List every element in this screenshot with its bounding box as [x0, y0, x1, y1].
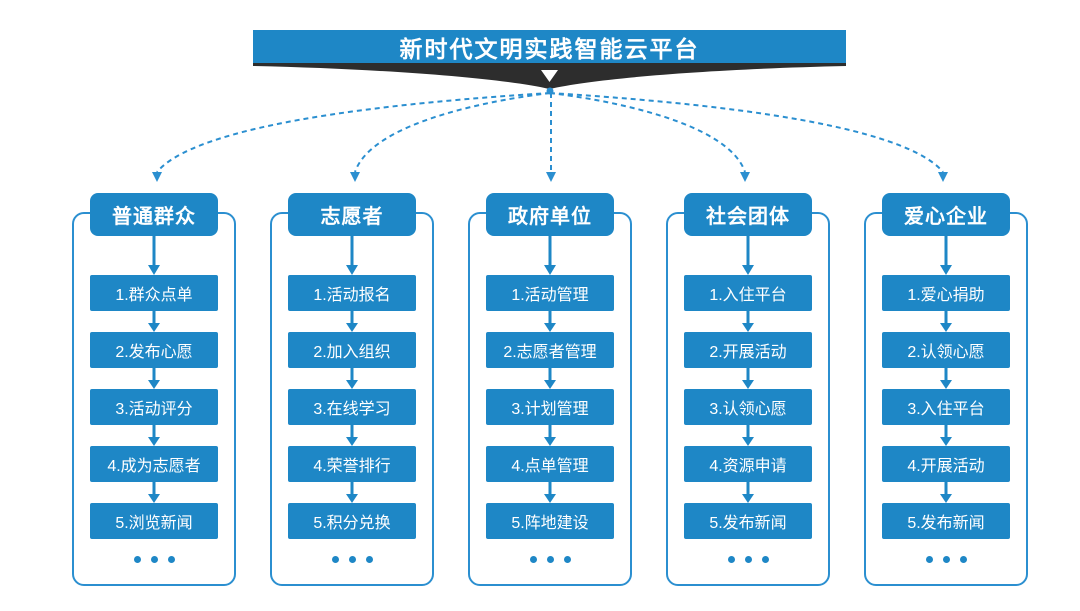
column-title: 社会团体 — [684, 193, 812, 236]
down-arrow-icon — [940, 311, 952, 332]
flow-step: 2.开展活动 — [684, 332, 812, 368]
column-content: 爱心企业 1.爱心捐助 2.认领心愿 3.入住平台 4.开展活动 5.发布新闻 — [864, 193, 1028, 563]
column-title: 普通群众 — [90, 193, 218, 236]
column-title: 政府单位 — [486, 193, 614, 236]
down-arrow-icon — [544, 482, 556, 503]
flow-step: 3.计划管理 — [486, 389, 614, 425]
down-arrow-icon — [148, 482, 160, 503]
flow-step: 1.活动报名 — [288, 275, 416, 311]
column-shehui-tuanti: 社会团体 1.入住平台 2.开展活动 3.认领心愿 4.资源申请 5.发布新闻 — [666, 193, 830, 586]
down-arrow-icon — [346, 311, 358, 332]
more-ellipsis-icon — [331, 555, 373, 563]
flow-step: 4.开展活动 — [882, 446, 1010, 482]
flow-step: 2.加入组织 — [288, 332, 416, 368]
more-ellipsis-icon — [529, 555, 571, 563]
flow-step: 5.浏览新闻 — [90, 503, 218, 539]
column-content: 普通群众 1.群众点单 2.发布心愿 3.活动评分 4.成为志愿者 5.浏览新闻 — [72, 193, 236, 563]
fan-connectors-graphic — [152, 87, 948, 182]
triangle-down-icon — [541, 70, 558, 82]
connector-dashed-arrow-2 — [354, 92, 551, 173]
down-arrow-icon — [742, 425, 754, 446]
platform-title: 新时代文明实践智能云平台 — [253, 30, 846, 63]
flow-step: 3.活动评分 — [90, 389, 218, 425]
flow-step: 1.群众点单 — [90, 275, 218, 311]
flow-step: 4.荣誉排行 — [288, 446, 416, 482]
down-arrow-icon — [346, 425, 358, 446]
down-arrow-icon — [148, 311, 160, 332]
column-zhiyuanzhe: 志愿者 1.活动报名 2.加入组织 3.在线学习 4.荣誉排行 5.积分兑换 — [270, 193, 434, 586]
flow-step: 4.资源申请 — [684, 446, 812, 482]
down-arrow-icon — [544, 311, 556, 332]
flow-step: 4.成为志愿者 — [90, 446, 218, 482]
flow-step: 3.在线学习 — [288, 389, 416, 425]
flow-step: 5.发布新闻 — [684, 503, 812, 539]
flow-step: 1.活动管理 — [486, 275, 614, 311]
more-ellipsis-icon — [133, 555, 175, 563]
column-content: 政府单位 1.活动管理 2.志愿者管理 3.计划管理 4.点单管理 5.阵地建设 — [468, 193, 632, 563]
down-arrow-icon — [544, 236, 556, 275]
down-arrow-icon — [742, 482, 754, 503]
down-arrow-icon — [742, 311, 754, 332]
banner-tail-graphic — [253, 63, 846, 89]
arrowhead-down-icon — [152, 172, 162, 182]
column-aixin-qiye: 爱心企业 1.爱心捐助 2.认领心愿 3.入住平台 4.开展活动 5.发布新闻 — [864, 193, 1028, 586]
connector-dashed-arrow-4 — [549, 92, 746, 173]
flow-step: 5.积分兑换 — [288, 503, 416, 539]
column-title: 爱心企业 — [882, 193, 1010, 236]
more-ellipsis-icon — [925, 555, 967, 563]
arrowhead-down-icon — [740, 172, 750, 182]
column-content: 志愿者 1.活动报名 2.加入组织 3.在线学习 4.荣誉排行 5.积分兑换 — [270, 193, 434, 563]
down-arrow-icon — [148, 425, 160, 446]
flow-step: 3.认领心愿 — [684, 389, 812, 425]
column-content: 社会团体 1.入住平台 2.开展活动 3.认领心愿 4.资源申请 5.发布新闻 — [666, 193, 830, 563]
flow-step: 2.志愿者管理 — [486, 332, 614, 368]
down-arrow-icon — [544, 425, 556, 446]
down-arrow-icon — [940, 425, 952, 446]
down-arrow-icon — [346, 236, 358, 275]
down-arrow-icon — [742, 236, 754, 275]
down-arrow-icon — [544, 368, 556, 389]
down-arrow-icon — [346, 368, 358, 389]
flow-step: 5.阵地建设 — [486, 503, 614, 539]
arrowhead-down-icon — [350, 172, 360, 182]
down-arrow-icon — [148, 368, 160, 389]
arrowhead-down-icon — [938, 172, 948, 182]
down-arrow-icon — [940, 236, 952, 275]
platform-title-banner: 新时代文明实践智能云平台 — [253, 30, 846, 89]
down-arrow-icon — [940, 368, 952, 389]
columns-row: 普通群众 1.群众点单 2.发布心愿 3.活动评分 4.成为志愿者 5.浏览新闻… — [72, 193, 1028, 586]
down-arrow-icon — [940, 482, 952, 503]
flow-step: 2.发布心愿 — [90, 332, 218, 368]
down-arrow-icon — [148, 236, 160, 275]
column-zhengfu-danwei: 政府单位 1.活动管理 2.志愿者管理 3.计划管理 4.点单管理 5.阵地建设 — [468, 193, 632, 586]
down-arrow-icon — [742, 368, 754, 389]
arrowhead-down-icon — [546, 172, 556, 182]
connector-dashed-arrow-1 — [156, 92, 551, 173]
flow-step: 1.入住平台 — [684, 275, 812, 311]
flow-step: 5.发布新闻 — [882, 503, 1010, 539]
flow-step: 3.入住平台 — [882, 389, 1010, 425]
column-title: 志愿者 — [288, 193, 416, 236]
connector-dashed-arrow-5 — [549, 92, 944, 173]
down-arrow-icon — [346, 482, 358, 503]
column-putong-qunzhong: 普通群众 1.群众点单 2.发布心愿 3.活动评分 4.成为志愿者 5.浏览新闻 — [72, 193, 236, 586]
flow-step: 4.点单管理 — [486, 446, 614, 482]
flow-step: 1.爱心捐助 — [882, 275, 1010, 311]
more-ellipsis-icon — [727, 555, 769, 563]
flow-step: 2.认领心愿 — [882, 332, 1010, 368]
